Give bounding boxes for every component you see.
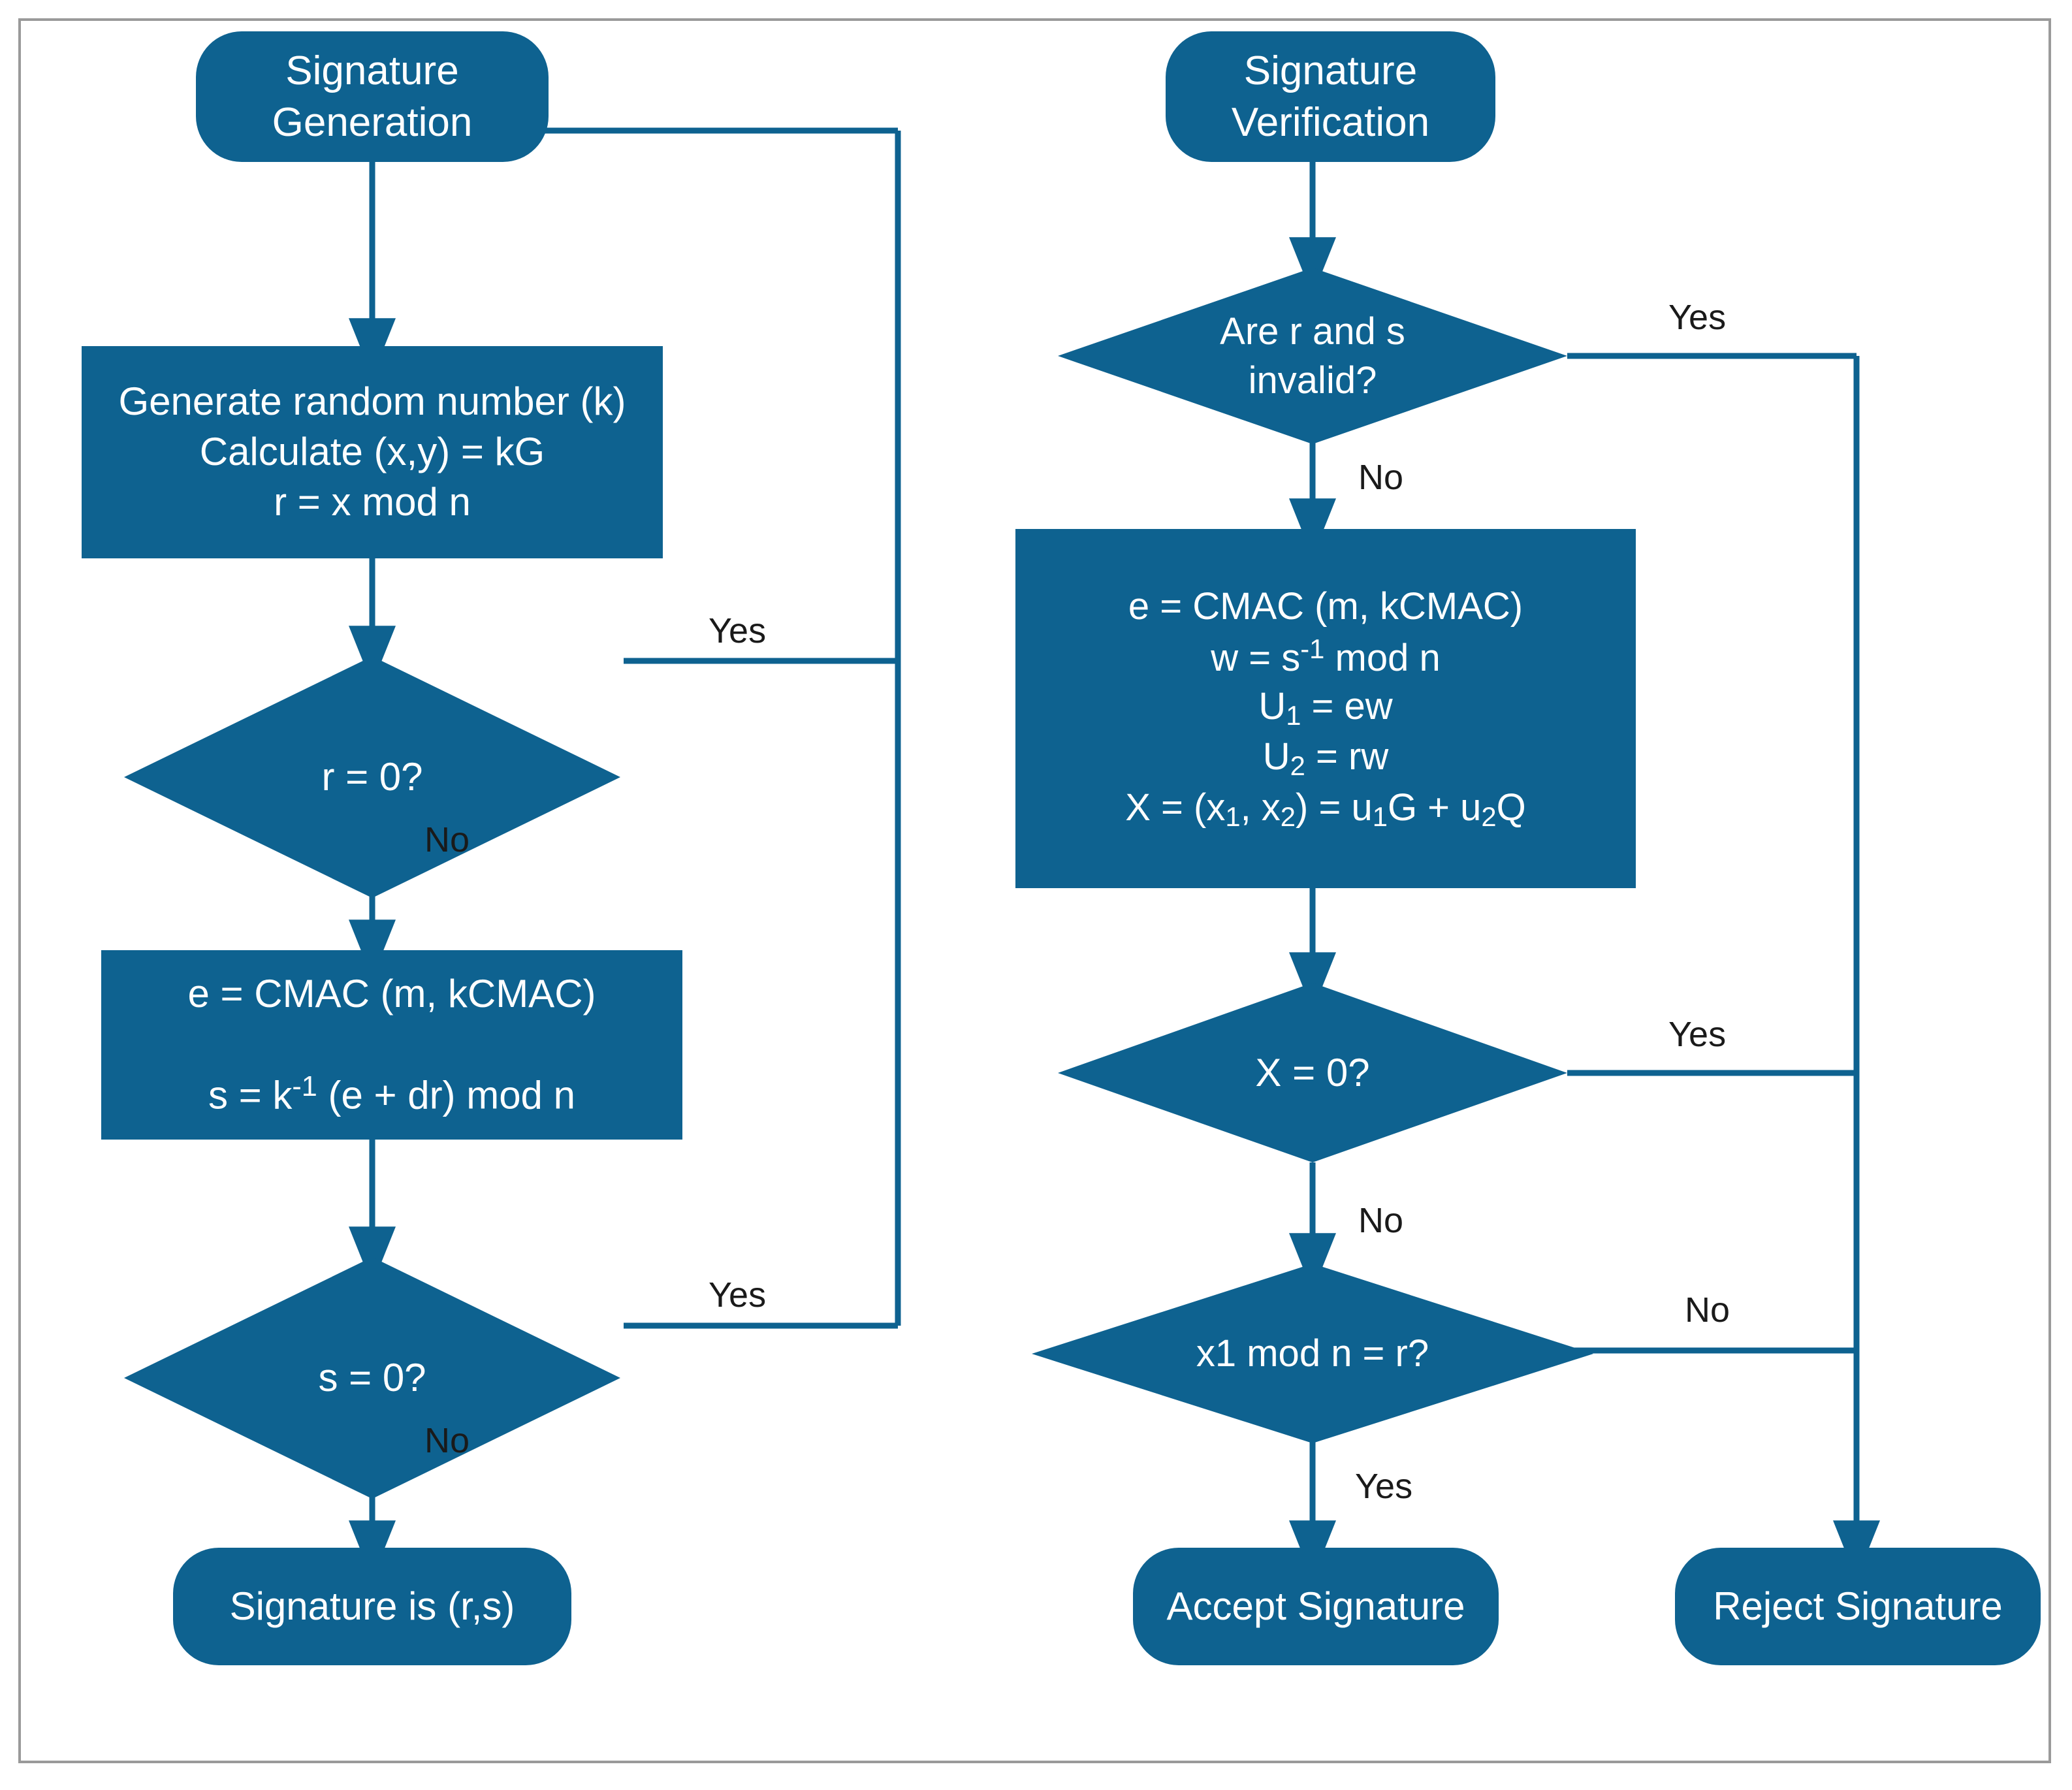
verify-eq-x: X = (x1, x2) = u1G + u2Q [1125, 784, 1526, 835]
process-cmac-and-s[interactable]: e = CMAC (m, kCMAC) s = k-1 (e + dr) mod… [101, 950, 682, 1140]
verify-eq-u1: U1 = ew [1258, 682, 1392, 733]
decision-r-label: r = 0? [321, 755, 423, 799]
s-eq-prefix: s = k [208, 1073, 293, 1117]
end-signature-is-rs[interactable]: Signature is (r,s) [173, 1548, 571, 1665]
u1-suffix: = ew [1301, 684, 1393, 727]
start-signature-generation[interactable]: Signature Generation [196, 31, 549, 162]
x-part1: X = (x [1125, 786, 1226, 829]
w-exponent: -1 [1300, 633, 1325, 664]
x-sub4: 2 [1481, 801, 1497, 833]
x-sub2: 2 [1280, 801, 1296, 833]
end-accept-signature[interactable]: Accept Signature [1133, 1548, 1499, 1665]
diamond-shape [124, 656, 620, 898]
decision-invalid-label: Are r and s invalid? [1220, 310, 1405, 402]
decision-x1-label: x1 mod n = r? [1196, 1332, 1429, 1375]
u2-subscript: 2 [1290, 750, 1305, 782]
x-part2: , x [1240, 786, 1281, 829]
edge-label-r-yes: Yes [709, 611, 767, 650]
edge-label-s-no: No [424, 1421, 470, 1460]
verify-eq-w: w = s-1 mod n [1211, 631, 1440, 682]
edge-label-x-yes: Yes [1668, 1015, 1727, 1054]
process-s-line: s = k-1 (e + dr) mod n [208, 1019, 575, 1121]
x-part4: G + u [1387, 786, 1482, 829]
s-eq-suffix: (e + dr) mod n [317, 1073, 575, 1117]
decision-s-equals-zero[interactable]: s = 0? [124, 1257, 620, 1499]
end-reject-signature[interactable]: Reject Signature [1675, 1548, 2041, 1665]
verify-eq-u2: U2 = rw [1263, 733, 1388, 784]
edge-label-x1-no: No [1685, 1290, 1730, 1330]
process-cmac-line: e = CMAC (m, kCMAC) [187, 971, 596, 1015]
diamond-shape [1058, 983, 1567, 1162]
x-part3: ) = u [1296, 786, 1373, 829]
decision-are-r-and-s-invalid[interactable]: Are r and s invalid? [1058, 268, 1567, 444]
diamond-shape [124, 1257, 620, 1499]
x-sub1: 1 [1225, 801, 1241, 833]
diamond-shape [1058, 268, 1567, 444]
x-part5: Q [1496, 786, 1526, 829]
edge-label-invalid-no: No [1358, 458, 1404, 497]
verify-eq-cmac: e = CMAC (m, kCMAC) [1128, 585, 1523, 628]
edge-label-invalid-yes: Yes [1668, 298, 1727, 337]
decision-r-equals-zero[interactable]: r = 0? [124, 656, 620, 898]
s-eq-exponent: -1 [292, 1071, 317, 1103]
edge-label-x1-yes: Yes [1355, 1467, 1413, 1506]
u2-prefix: U [1262, 735, 1290, 778]
u2-suffix: = rw [1305, 735, 1389, 778]
decision-x-label: X = 0? [1255, 1050, 1370, 1095]
w-suffix: mod n [1324, 636, 1441, 679]
edge-label-s-yes: Yes [709, 1275, 767, 1315]
decision-s-label: s = 0? [318, 1356, 426, 1399]
u1-subscript: 1 [1286, 699, 1301, 731]
decision-x1-mod-n-equals-r[interactable]: x1 mod n = r? [1032, 1264, 1593, 1443]
x-sub3: 1 [1372, 801, 1388, 833]
w-prefix: w = s [1211, 636, 1301, 679]
decision-x-equals-zero[interactable]: X = 0? [1058, 983, 1567, 1162]
diamond-shape [1032, 1264, 1593, 1443]
process-verification-equations[interactable]: e = CMAC (m, kCMAC) w = s-1 mod n U1 = e… [1015, 529, 1636, 888]
edge-label-x-no: No [1358, 1201, 1404, 1240]
process-generate-random-k[interactable]: Generate random number (k) Calculate (x,… [82, 346, 663, 558]
edge-label-r-no: No [424, 820, 470, 859]
u1-prefix: U [1258, 684, 1286, 727]
start-signature-verification[interactable]: Signature Verification [1166, 31, 1495, 162]
